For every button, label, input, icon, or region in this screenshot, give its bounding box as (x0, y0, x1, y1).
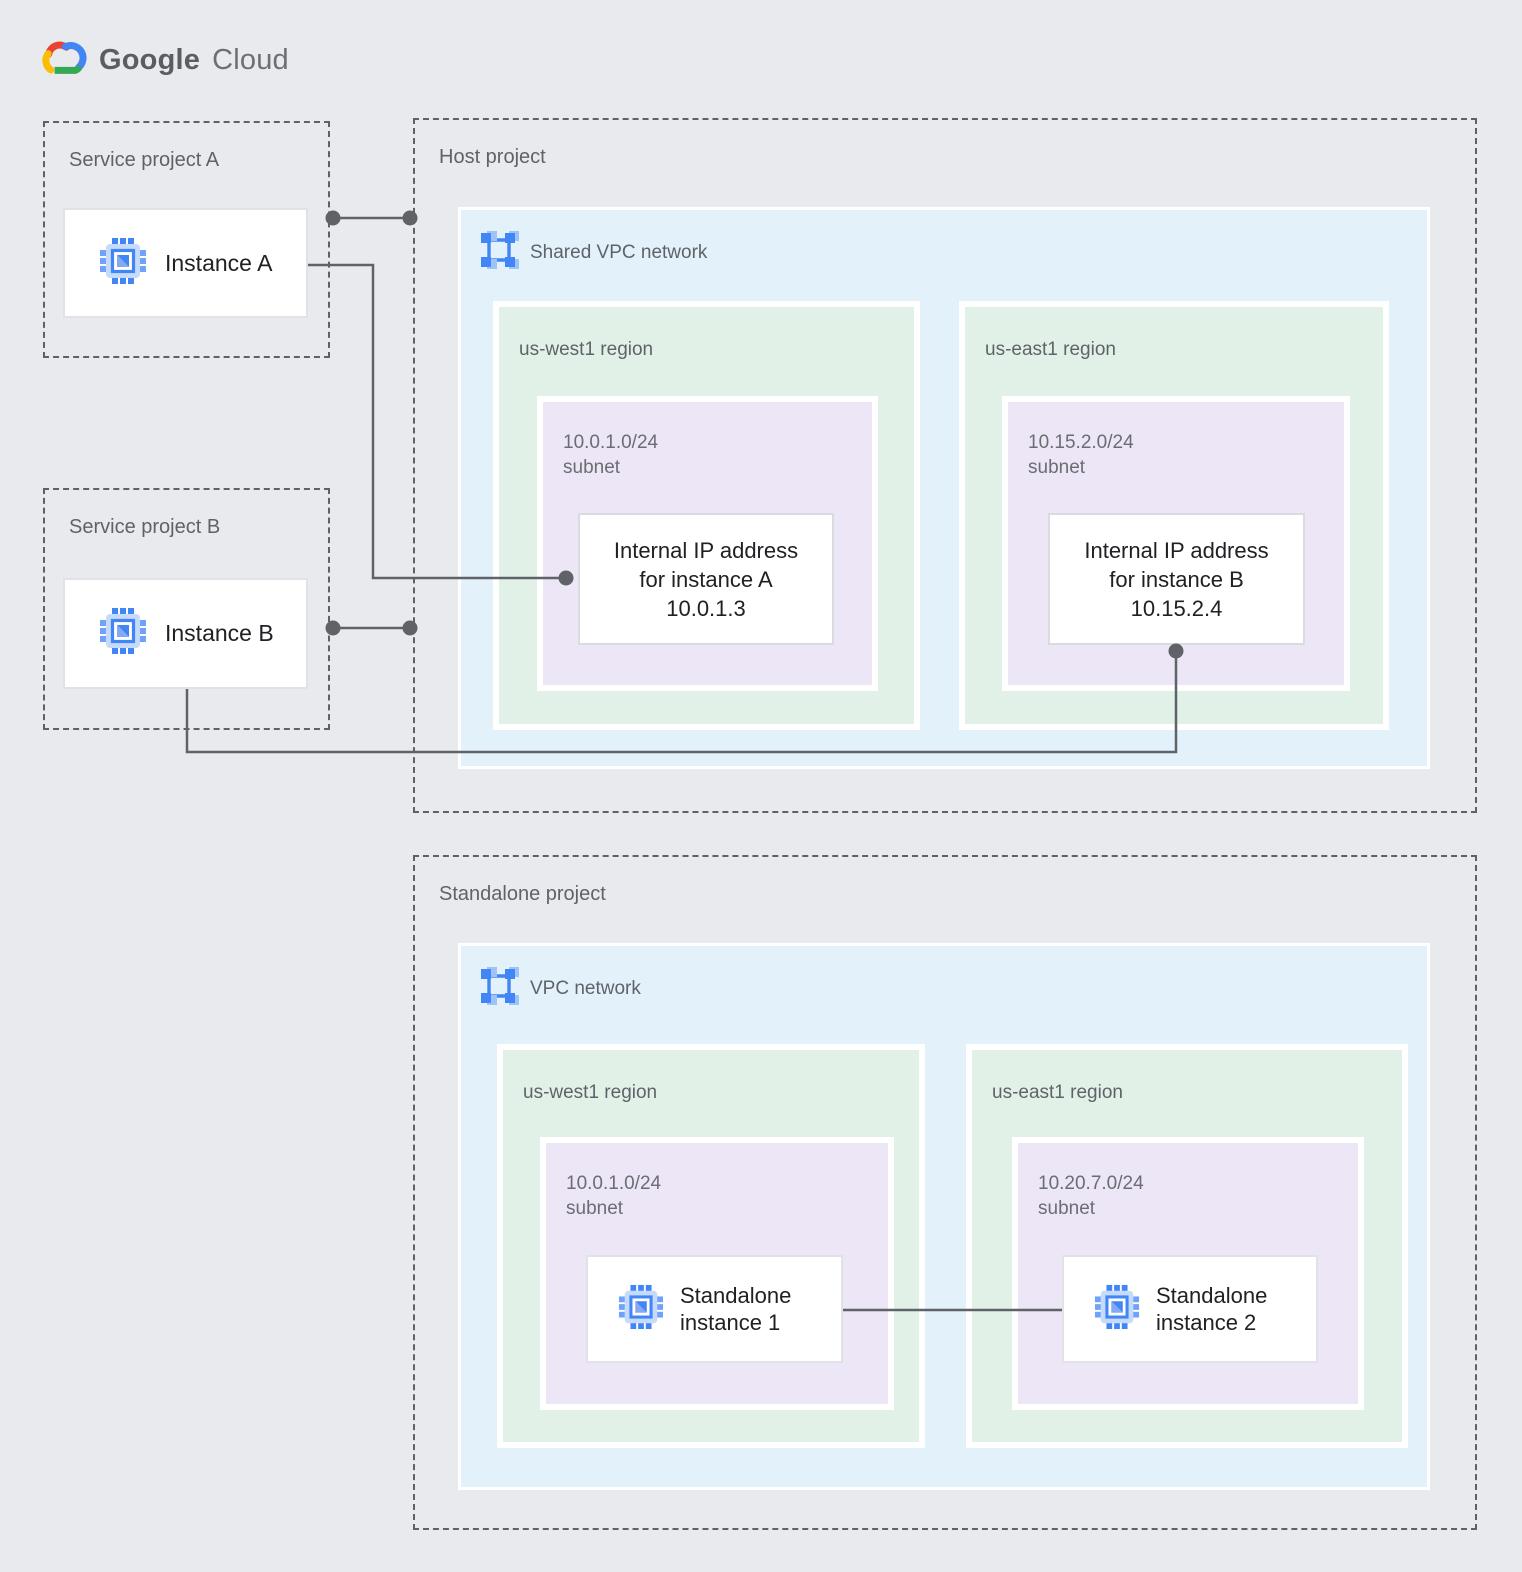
logo-text-google: Google (99, 44, 201, 76)
instance-b-card: Instance B (63, 578, 308, 689)
compute-instance-icon (98, 235, 148, 290)
standalone-instance-1-label: Standalone instance 1 (680, 1283, 792, 1335)
vpc-network-icon (479, 965, 521, 1011)
google-cloud-logo-icon (33, 36, 87, 85)
google-cloud-logo: Google Cloud (33, 36, 289, 85)
standalone-us-west1-region-label: us-west1 region (523, 1082, 658, 1103)
standalone-us-west1-subnet-label: 10.0.1.0/24 subnet (566, 1173, 662, 1219)
vpc-network-icon (479, 229, 521, 275)
standalone-project-label: Standalone project (439, 883, 606, 905)
instance-a-label: Instance A (165, 249, 273, 276)
logo-text-cloud: Cloud (212, 44, 289, 76)
host-us-east1-region-label: us-east1 region (985, 339, 1116, 360)
compute-instance-icon (98, 606, 148, 660)
host-us-west1-region-label: us-west1 region (519, 339, 654, 360)
standalone-instance-2-card: Standalone instance 2 (1062, 1255, 1318, 1363)
standalone-us-east1-subnet-label: 10.20.7.0/24 subnet (1038, 1173, 1144, 1219)
compute-instance-icon (617, 1282, 665, 1335)
instance-a-card: Instance A (63, 208, 308, 318)
host-us-west1-subnet-label: 10.0.1.0/24 subnet (563, 432, 659, 478)
standalone-vpc-network-label: VPC network (530, 977, 641, 999)
standalone-instance-2-label: Standalone instance 2 (1156, 1283, 1268, 1335)
instance-b-label: Instance B (165, 620, 274, 646)
internal-ip-instance-b-card: Internal IP address for instance B 10.15… (1048, 513, 1305, 645)
shared-vpc-network-label: Shared VPC network (530, 241, 708, 263)
standalone-instance-1-card: Standalone instance 1 (586, 1255, 843, 1363)
service-project-a-box: Service project A (43, 121, 330, 358)
standalone-project-box: Standalone project (413, 855, 1477, 1530)
internal-ip-instance-a-card: Internal IP address for instance A 10.0.… (578, 513, 834, 645)
host-us-east1-subnet-label: 10.15.2.0/24 subnet (1028, 432, 1134, 478)
compute-instance-icon (1093, 1282, 1141, 1335)
host-project-label: Host project (439, 146, 546, 168)
standalone-us-east1-region-label: us-east1 region (992, 1082, 1123, 1103)
service-project-a-label: Service project A (69, 149, 220, 171)
service-project-b-label: Service project B (69, 516, 221, 538)
